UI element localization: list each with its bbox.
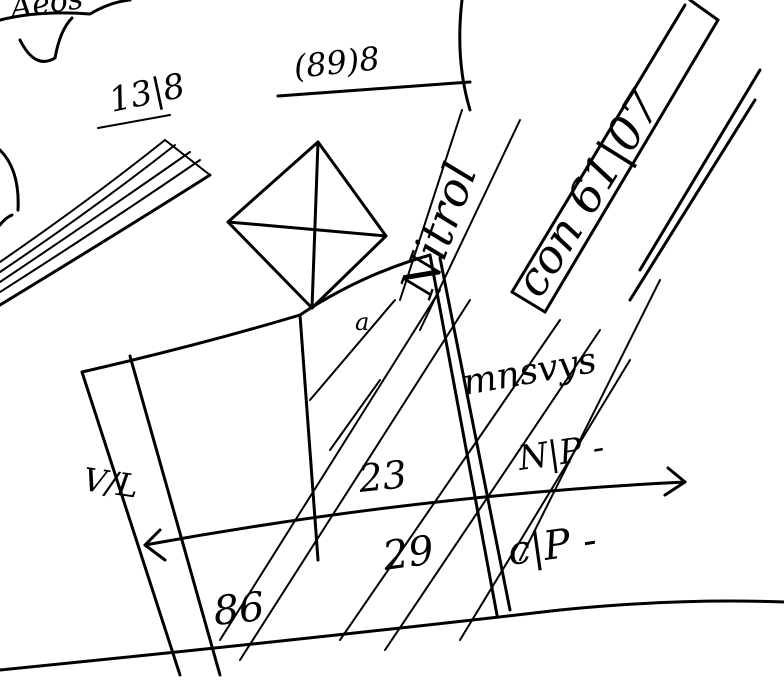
value-d: 86	[211, 584, 266, 635]
left-diagonal-strip	[0, 140, 210, 305]
arrow-right-label: V/L	[81, 460, 141, 505]
bottom-baseline	[0, 601, 784, 670]
angle-label-b: (89)8	[292, 39, 382, 86]
middle-board-label: Nitrol	[389, 156, 487, 305]
top-curve	[460, 0, 470, 110]
diamond-shape	[228, 142, 386, 308]
value-b: c|P -	[505, 517, 600, 575]
value-c: 29	[379, 527, 437, 580]
small-mark: a	[355, 308, 369, 336]
hatch-lines	[220, 280, 660, 660]
value-a: 23	[355, 452, 409, 501]
top-left-scribbles	[0, 0, 130, 225]
angle-label-a: 13|8	[106, 66, 189, 121]
angle-a-underline	[98, 115, 170, 128]
top-left-fragment: Aeos	[5, 0, 85, 26]
main-board	[82, 255, 510, 675]
arrow-top-label: mnsvys	[459, 340, 599, 404]
